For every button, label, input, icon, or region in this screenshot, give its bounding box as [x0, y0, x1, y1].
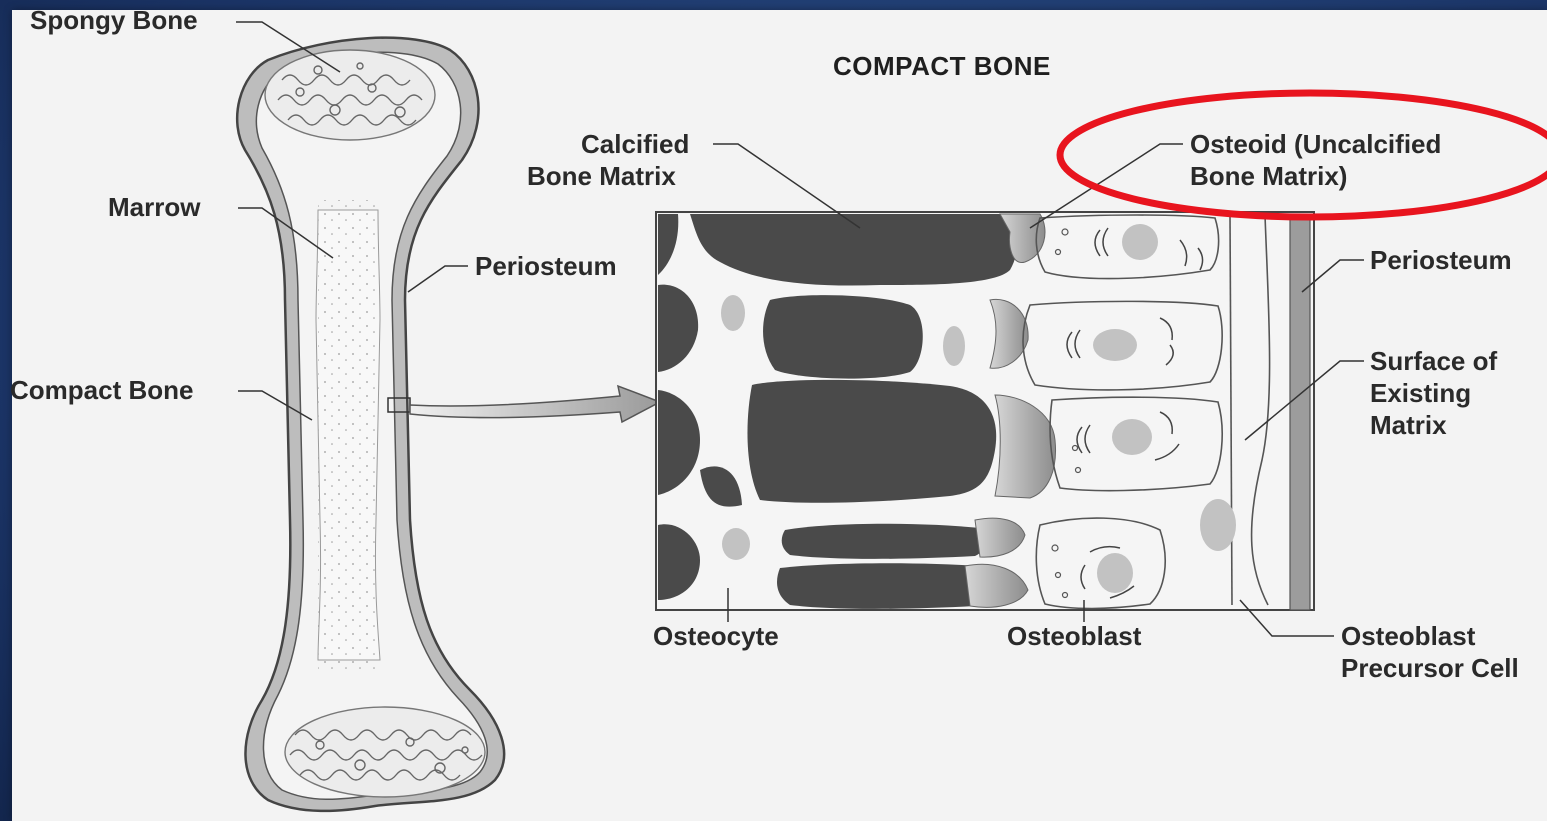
label-precursor-line1: Osteoblast	[1341, 620, 1475, 652]
label-surface-line2: Existing	[1370, 377, 1471, 409]
label-surface-line3: Matrix	[1370, 409, 1447, 441]
label-compact-bone: Compact Bone	[10, 374, 193, 406]
label-surface-line1: Surface of	[1370, 345, 1497, 377]
label-osteocyte: Osteocyte	[653, 620, 779, 652]
compact-bone-detail	[656, 212, 1314, 610]
periosteum-strip	[1290, 216, 1310, 610]
spongy-bone-top	[265, 50, 435, 140]
spongy-bone-bottom	[285, 707, 485, 797]
label-periosteum-left: Periosteum	[475, 250, 617, 282]
long-bone-illustration	[237, 38, 504, 811]
zoom-arrow	[410, 386, 660, 422]
label-calcified-line1: Calcified	[581, 128, 689, 160]
label-precursor-line2: Precursor Cell	[1341, 652, 1519, 684]
label-spongy-bone: Spongy Bone	[30, 4, 198, 36]
label-periosteum-right: Periosteum	[1370, 244, 1512, 276]
label-osteoblast: Osteoblast	[1007, 620, 1141, 652]
label-calcified-line2: Bone Matrix	[527, 160, 676, 192]
label-marrow: Marrow	[108, 191, 200, 223]
label-osteoid-line1: Osteoid (Uncalcified	[1190, 128, 1441, 160]
marrow-stipple	[318, 200, 380, 670]
diagram-title: COMPACT BONE	[833, 50, 1051, 82]
label-osteoid-line2: Bone Matrix)	[1190, 160, 1347, 192]
